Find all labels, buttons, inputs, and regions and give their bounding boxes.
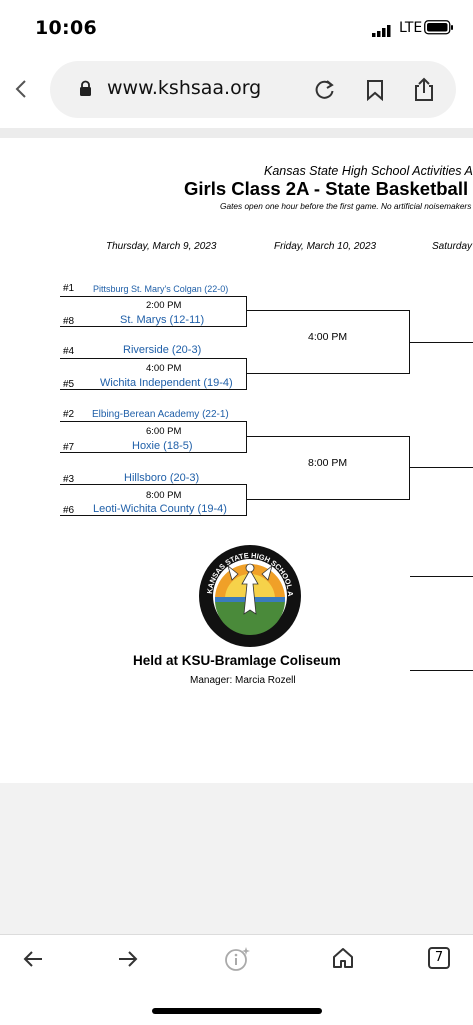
team-name[interactable]: Wichita Independent (19-4) <box>100 377 233 389</box>
semifinal-time: 4:00 PM <box>308 331 348 343</box>
address-bar[interactable] <box>50 61 456 118</box>
home-indicator <box>152 1008 322 1014</box>
bracket-line <box>60 515 247 516</box>
bracket-line <box>246 358 247 390</box>
seed-label: #1 <box>63 283 75 294</box>
day-label-friday: Friday, March 10, 2023 <box>274 241 377 252</box>
bracket-line <box>409 342 473 343</box>
bracket-line <box>60 326 247 327</box>
game-time: 6:00 PM <box>146 426 182 437</box>
bracket-line <box>246 373 410 374</box>
page-background <box>0 783 473 934</box>
bracket-line <box>60 452 247 453</box>
team-name[interactable]: Hillsboro (20-3) <box>124 472 200 484</box>
bracket-line <box>60 296 247 297</box>
day-label-saturday: Saturday <box>432 241 473 252</box>
seed-label: #8 <box>63 316 75 327</box>
bracket-line <box>246 499 410 500</box>
bracket-title: Girls Class 2A - State Basketball <box>184 178 469 199</box>
bracket-line <box>246 296 247 327</box>
info-sparkle-icon[interactable] <box>224 945 252 978</box>
semifinal-time: 8:00 PM <box>308 457 348 469</box>
seed-label: #2 <box>63 409 75 420</box>
back-chevron-icon[interactable] <box>14 79 28 104</box>
url-text[interactable]: www.kshsaa.org <box>107 77 262 99</box>
seed-label: #4 <box>63 346 75 357</box>
kshsaa-logo: KANSAS STATE HIGH SCHOOL ACTIVITIES ASSO… <box>195 537 302 653</box>
org-name: Kansas State High School Activities A <box>264 164 473 178</box>
day-label-thursday: Thursday, March 9, 2023 <box>106 241 217 252</box>
manager-label: Manager: Marcia Rozell <box>190 675 296 686</box>
bracket-line <box>246 436 410 437</box>
bracket-line <box>409 436 410 500</box>
team-name[interactable]: St. Marys (12-11) <box>120 314 205 326</box>
team-name[interactable]: Elbing-Berean Academy (22-1) <box>92 409 229 420</box>
bookmark-icon[interactable] <box>366 79 384 106</box>
bracket-document: Kansas State High School Activities A Gi… <box>0 139 473 784</box>
seed-label: #6 <box>63 505 75 516</box>
forward-arrow-icon[interactable] <box>117 949 139 974</box>
bracket-line <box>246 484 247 516</box>
bracket-line <box>60 484 247 485</box>
venue-label: Held at KSU-Bramlage Coliseum <box>133 653 341 668</box>
seed-label: #7 <box>63 442 75 453</box>
bracket-line <box>246 310 410 311</box>
bracket-line <box>60 358 247 359</box>
team-name[interactable]: Pittsburg St. Mary's Colgan (22-0) <box>93 284 229 294</box>
bracket-line <box>410 670 473 671</box>
bracket-line <box>60 421 247 422</box>
team-name[interactable]: Hoxie (18-5) <box>132 440 193 452</box>
signal-icon <box>372 24 394 42</box>
toolbar-divider <box>0 128 473 138</box>
game-time: 4:00 PM <box>146 363 182 374</box>
tabs-button[interactable]: 7 <box>428 947 450 969</box>
status-time: 10:06 <box>35 17 97 39</box>
bracket-line <box>246 421 247 453</box>
seed-label: #3 <box>63 474 75 485</box>
reload-icon[interactable] <box>314 78 336 105</box>
game-time: 8:00 PM <box>146 490 182 501</box>
gates-note: Gates open one hour before the first gam… <box>220 201 472 211</box>
lock-icon <box>79 80 92 102</box>
bracket-line <box>409 467 473 468</box>
bracket-line <box>60 389 247 390</box>
tab-count: 7 <box>434 950 444 965</box>
network-label: LTE <box>399 20 423 36</box>
bracket-line <box>410 576 473 577</box>
seed-label: #5 <box>63 379 75 390</box>
game-time: 2:00 PM <box>146 300 182 311</box>
back-arrow-icon[interactable] <box>22 949 44 974</box>
share-icon[interactable] <box>413 76 435 107</box>
team-name[interactable]: Riverside (20-3) <box>123 344 202 356</box>
battery-icon <box>424 20 454 40</box>
home-icon[interactable] <box>332 947 354 974</box>
team-name[interactable]: Leoti-Wichita County (19-4) <box>93 503 227 515</box>
